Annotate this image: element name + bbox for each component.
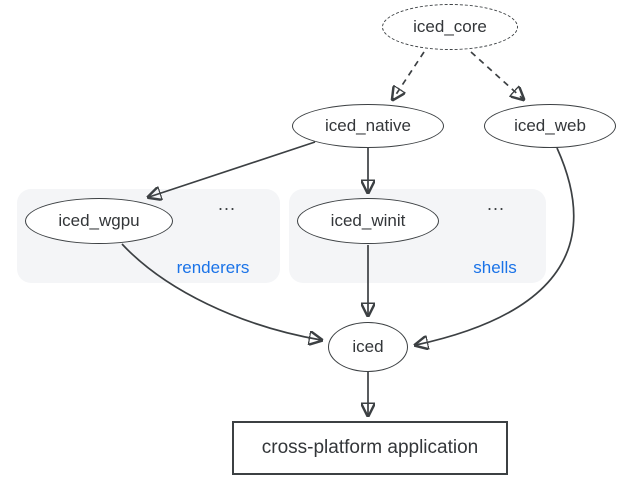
node-iced-web: iced_web	[484, 104, 616, 148]
renderers-ellipsis: ...	[217, 194, 236, 214]
node-iced-winit-label: iced_winit	[330, 211, 406, 230]
edge-iced-core-to-iced-native	[393, 51, 425, 99]
node-cross-platform-application-label: cross-platform application	[261, 437, 479, 458]
shells-ellipsis: ...	[486, 194, 505, 214]
edge-iced-core-to-iced-web	[470, 51, 523, 99]
node-iced-wgpu: iced_wgpu	[25, 198, 173, 244]
node-iced-native-label: iced_native	[324, 116, 411, 135]
node-iced-web-label: iced_web	[514, 116, 586, 135]
node-iced-wgpu-label: iced_wgpu	[58, 211, 140, 230]
node-iced-core: iced_core	[382, 4, 518, 50]
node-cross-platform-application: cross-platform application	[232, 421, 508, 475]
node-iced-native: iced_native	[292, 104, 444, 148]
edge-iced-wgpu-to-iced	[121, 243, 321, 340]
renderers-group-label: renderers	[176, 258, 250, 277]
node-iced-winit: iced_winit	[297, 198, 439, 244]
edge-iced-web-to-iced	[416, 147, 575, 345]
node-iced: iced	[328, 322, 408, 372]
node-iced-label: iced	[352, 337, 384, 356]
node-iced-core-label: iced_core	[413, 17, 487, 36]
shells-group-label: shells	[473, 258, 517, 277]
edge-iced-native-to-iced-wgpu	[149, 141, 316, 197]
